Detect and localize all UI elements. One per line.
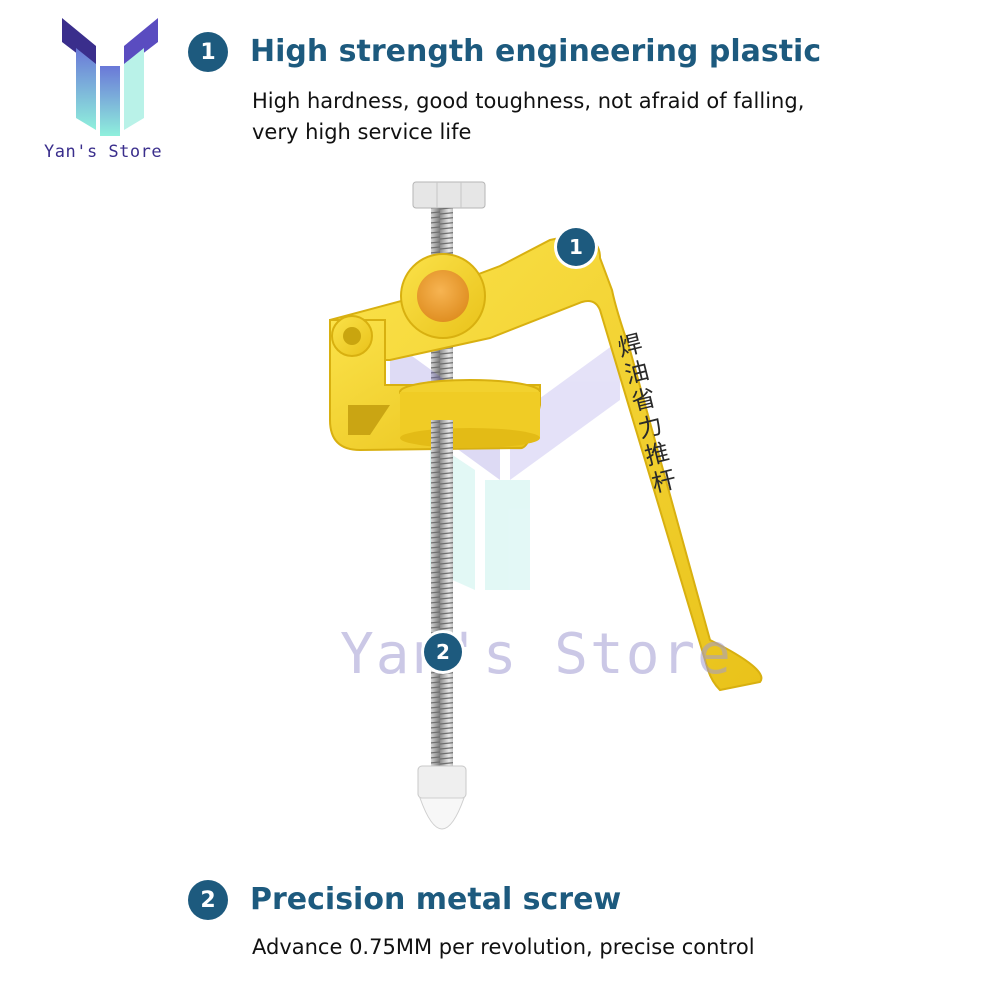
callout-marker-1: 1 — [557, 228, 595, 266]
y-logo-icon — [62, 18, 158, 136]
store-watermark: Yan's Store — [340, 622, 733, 687]
feature-2-description: Advance 0.75MM per revolution, precise c… — [252, 932, 755, 963]
bottom-tip-cap — [417, 765, 467, 830]
adjustment-knob — [400, 253, 486, 339]
store-logo: Yan's Store — [40, 18, 180, 168]
product-image — [329, 181, 763, 830]
feature-2-description-line-1: Advance 0.75MM per revolution, precise c… — [252, 935, 755, 959]
feature-2-title: Precision metal screw — [250, 882, 622, 917]
feature-1-description-line-1: High hardness, good toughness, not afrai… — [252, 89, 805, 113]
feature-1-number-badge: 1 — [188, 32, 228, 72]
threaded-screw-lower — [431, 420, 453, 770]
feature-1-description-line-2: very high service life — [252, 120, 472, 144]
top-hex-nut — [412, 181, 486, 209]
feature-1-description: High hardness, good toughness, not afrai… — [252, 86, 804, 148]
watermark-logo — [390, 340, 620, 590]
callout-marker-2: 2 — [424, 633, 462, 671]
feature-1-title: High strength engineering plastic — [250, 34, 822, 69]
store-name: Yan's Store — [44, 142, 163, 162]
feature-2-number-badge: 2 — [188, 880, 228, 920]
